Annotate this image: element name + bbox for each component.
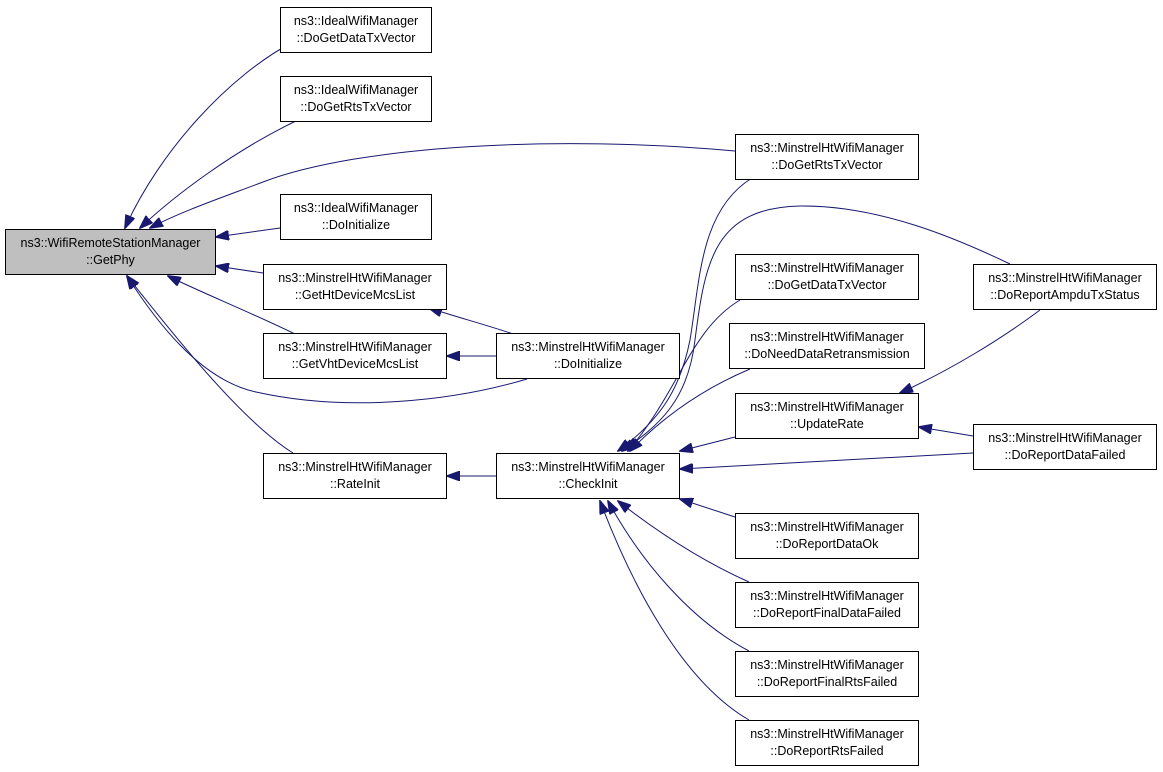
node-minstrelht-doreportrtsfailed[interactable]: ns3::MinstrelHtWifiManager ::DoReportRts… xyxy=(735,720,919,766)
node-label-line2: ::CheckInit xyxy=(558,477,618,491)
edge-mht_updaterate-to-mht_checkinit xyxy=(680,436,736,451)
node-label-line2: ::DoNeedDataRetransmission xyxy=(744,347,910,361)
edge-mht_doreportfinaldata-to-mht_checkinit xyxy=(618,501,750,583)
edge-mht_dogetrtstx-to-getphy xyxy=(150,143,736,228)
node-minstrelht-checkinit[interactable]: ns3::MinstrelHtWifiManager ::CheckInit xyxy=(496,453,680,499)
node-label-line1: ns3::MinstrelHtWifiManager xyxy=(750,261,904,275)
edge-mht_doinitialize-to-mht_getht xyxy=(429,308,514,335)
node-label-line1: ns3::MinstrelHtWifiManager xyxy=(278,340,432,354)
node-label-line2: ::DoInitialize xyxy=(321,218,391,232)
node-label-line2: ::DoReportFinalDataFailed xyxy=(753,606,901,620)
edge-mht_doneeddataretx-to-mht_checkinit xyxy=(630,368,751,451)
edge-mht_dogetrtstx-to-mht_checkinit xyxy=(618,177,753,451)
node-label-line1: ns3::IdealWifiManager xyxy=(293,14,419,28)
node-label-line1: ns3::MinstrelHtWifiManager xyxy=(278,460,432,474)
node-label-line2: ::GetVhtDeviceMcsList xyxy=(291,357,419,371)
node-minstrelht-dogetdatatxvector[interactable]: ns3::MinstrelHtWifiManager ::DoGetDataTx… xyxy=(735,254,919,300)
edge-mht_doreportfinalrts-to-mht_checkinit xyxy=(608,501,750,652)
node-label-line2: ::DoGetDataTxVector xyxy=(296,31,416,45)
node-minstrelht-doreportfinalrtsfailed[interactable]: ns3::MinstrelHtWifiManager ::DoReportFin… xyxy=(735,651,919,697)
node-minstrelht-getvhtdevicemcslist[interactable]: ns3::MinstrelHtWifiManager ::GetVhtDevic… xyxy=(263,333,447,379)
node-minstrelht-doreportdataok[interactable]: ns3::MinstrelHtWifiManager ::DoReportDat… xyxy=(735,513,919,559)
node-label-line1: ns3::MinstrelHtWifiManager xyxy=(511,340,665,354)
node-label-line2: ::DoReportDataFailed xyxy=(1004,448,1126,462)
node-label-line1: ns3::MinstrelHtWifiManager xyxy=(511,460,665,474)
node-minstrelht-doreportfinaldatafailed[interactable]: ns3::MinstrelHtWifiManager ::DoReportFin… xyxy=(735,582,919,628)
node-label-line1: ns3::MinstrelHtWifiManager xyxy=(750,520,904,534)
edge-mht_doreportampdu-to-mht_checkinit xyxy=(622,205,1011,451)
node-label-line1: ns3::MinstrelHtWifiManager xyxy=(750,330,904,344)
node-label-line1: ns3::MinstrelHtWifiManager xyxy=(988,271,1142,285)
edge-mht_doreportrts-to-mht_checkinit xyxy=(600,501,750,721)
node-label-line2: ::DoGetRtsTxVector xyxy=(300,100,412,114)
node-label-line2: ::DoReportDataOk xyxy=(775,537,879,551)
node-minstrelht-doreportdatafailed[interactable]: ns3::MinstrelHtWifiManager ::DoReportDat… xyxy=(973,424,1157,470)
edge-mht_doreportdatafailed-to-mht_checkinit xyxy=(680,452,974,469)
node-ideal-dogetdatatxvector[interactable]: ns3::IdealWifiManager ::DoGetDataTxVecto… xyxy=(280,7,432,53)
node-ideal-doinitialize[interactable]: ns3::IdealWifiManager ::DoInitialize xyxy=(280,194,432,240)
edge-mht_rateinit-to-getphy xyxy=(127,276,294,454)
node-label-line1: ns3::MinstrelHtWifiManager xyxy=(750,727,904,741)
node-ideal-dogetrtstxvector[interactable]: ns3::IdealWifiManager ::DoGetRtsTxVector xyxy=(280,76,432,122)
edge-mht_doinitialize-to-getphy xyxy=(127,276,528,404)
node-label-line2: ::GetPhy xyxy=(86,253,135,267)
edge-mht_doreportdataok-to-mht_checkinit xyxy=(680,499,736,518)
node-label-line2: ::DoReportFinalRtsFailed xyxy=(756,675,898,689)
node-label-line2: ::GetHtDeviceMcsList xyxy=(294,288,416,302)
edge-mht_getht-to-getphy xyxy=(216,266,264,274)
node-minstrelht-gethtdevicemcslist[interactable]: ns3::MinstrelHtWifiManager ::GetHtDevice… xyxy=(263,264,447,310)
node-label-line1: ns3::MinstrelHtWifiManager xyxy=(278,271,432,285)
node-label-line1: ns3::MinstrelHtWifiManager xyxy=(988,431,1142,445)
node-label-line1: ns3::MinstrelHtWifiManager xyxy=(750,400,904,414)
node-getphy: ns3::WifiRemoteStationManager ::GetPhy xyxy=(5,229,216,275)
node-minstrelht-rateinit[interactable]: ns3::MinstrelHtWifiManager ::RateInit xyxy=(263,453,447,499)
node-label-line1: ns3::IdealWifiManager xyxy=(293,201,419,215)
edge-ideal_doinitialize-to-getphy xyxy=(216,227,281,237)
node-label-line2: ::DoReportAmpduTxStatus xyxy=(990,288,1140,302)
node-minstrelht-doneeddataretransmission[interactable]: ns3::MinstrelHtWifiManager ::DoNeedDataR… xyxy=(729,323,925,369)
node-label-line1: ns3::IdealWifiManager xyxy=(293,83,419,97)
node-minstrelht-doinitialize[interactable]: ns3::MinstrelHtWifiManager ::DoInitializ… xyxy=(496,333,680,379)
edge-mht_dogetdatatx-to-mht_checkinit xyxy=(628,299,741,451)
node-label-line1: ns3::MinstrelHtWifiManager xyxy=(750,658,904,672)
node-label-line1: ns3::MinstrelHtWifiManager xyxy=(750,589,904,603)
node-label-line2: ::RateInit xyxy=(329,477,381,491)
edge-mht_doreportampdu-to-mht_updaterate xyxy=(900,309,1041,393)
node-minstrelht-dogetrtstxvector[interactable]: ns3::MinstrelHtWifiManager ::DoGetRtsTxV… xyxy=(735,134,919,180)
node-minstrelht-doreportampdutxstatus[interactable]: ns3::MinstrelHtWifiManager ::DoReportAmp… xyxy=(973,264,1157,310)
node-label-line1: ns3::WifiRemoteStationManager xyxy=(20,236,201,250)
node-minstrelht-updaterate[interactable]: ns3::MinstrelHtWifiManager ::UpdateRate xyxy=(735,393,919,439)
node-label-line2: ::DoInitialize xyxy=(553,357,623,371)
node-label-line2: ::DoGetRtsTxVector xyxy=(771,158,883,172)
edge-ideal_dogetrtstx-to-getphy xyxy=(140,119,299,228)
edge-mht_doreportdatafailed-to-mht_updaterate xyxy=(919,427,974,437)
node-label-line2: ::UpdateRate xyxy=(790,417,864,431)
edge-ideal_dogetdatatx-to-getphy xyxy=(125,41,294,228)
edge-mht_getvht-to-getphy xyxy=(168,276,296,335)
node-label-line2: ::DoGetDataTxVector xyxy=(767,278,887,292)
node-label-line1: ns3::MinstrelHtWifiManager xyxy=(750,141,904,155)
node-label-line2: ::DoReportRtsFailed xyxy=(770,744,884,758)
